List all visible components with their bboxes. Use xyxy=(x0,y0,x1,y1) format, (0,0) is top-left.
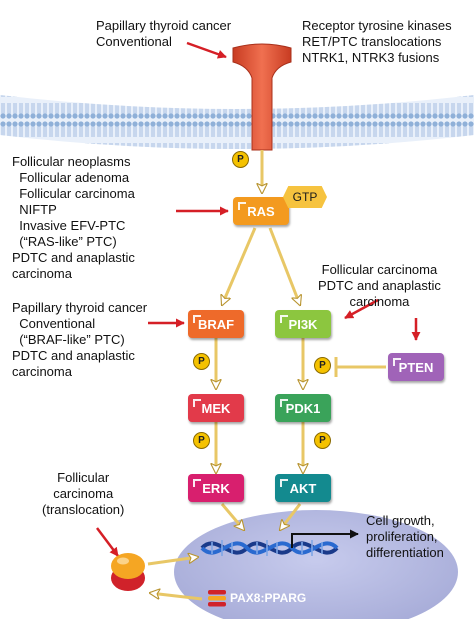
label-line: Follicular carcinoma xyxy=(321,262,438,277)
label-follicular-neoplasms: Follicular neoplasms Follicular adenoma … xyxy=(12,154,135,282)
label-line: carcinoma xyxy=(12,266,72,281)
dna-helix xyxy=(200,540,339,556)
label-line: proliferation, xyxy=(366,529,438,544)
pax8-pparg-protein xyxy=(111,553,145,591)
arrow-ras-to-pi3k xyxy=(268,227,300,305)
arrow-fusion-to-protein xyxy=(150,593,203,601)
node-erk: ERK xyxy=(188,474,244,502)
node-braf-label: BRAF xyxy=(197,316,235,332)
label-outcomes: Cell growth,proliferation,differentiatio… xyxy=(366,513,444,561)
label-line: NTRK1, NTRK3 fusions xyxy=(302,50,440,65)
node-corner-mark xyxy=(280,479,288,487)
node-pi3k: PI3K xyxy=(275,310,331,338)
phosphate-marker: P xyxy=(314,432,331,449)
label-line: carcinoma xyxy=(53,486,114,501)
nucleus xyxy=(174,510,458,619)
arrow-protein-to-dna xyxy=(147,557,198,566)
label-line: Follicular xyxy=(57,470,110,485)
label-line: Follicular neoplasms xyxy=(12,154,131,169)
label-line: carcinoma xyxy=(349,294,410,309)
node-braf: BRAF xyxy=(188,310,244,338)
phosphate-marker: P xyxy=(232,151,249,168)
node-ras: RAS xyxy=(233,197,289,225)
node-corner-mark xyxy=(193,479,201,487)
label-line: Follicular carcinoma xyxy=(12,186,135,201)
node-pten-label: PTEN xyxy=(398,359,434,375)
node-corner-mark xyxy=(393,358,401,366)
node-corner-mark xyxy=(280,399,288,407)
phosphate-marker: P xyxy=(314,357,331,374)
node-corner-mark xyxy=(280,315,288,323)
label-braf-cancers: Papillary thyroid cancer Conventional (“… xyxy=(12,300,147,380)
label-line: PDTC and anaplastic xyxy=(12,250,135,265)
phosphate-marker: P xyxy=(193,432,210,449)
label-line: (“RAS-like” PTC) xyxy=(12,234,117,249)
node-corner-mark xyxy=(193,399,201,407)
receptor-tyrosine-kinase xyxy=(232,43,292,151)
node-ras-label: RAS xyxy=(247,203,275,219)
node-mek-label: MEK xyxy=(201,400,231,416)
label-line: NIFTP xyxy=(12,202,57,217)
node-akt: AKT xyxy=(275,474,331,502)
label-line: Receptor tyrosine kinases xyxy=(302,18,452,33)
arrow-erk-to-dna xyxy=(220,503,244,530)
node-pdk1: PDK1 xyxy=(275,394,331,422)
pax8-pparg-gene-icon xyxy=(208,590,226,607)
arrow-translocation-to-protein xyxy=(96,527,119,557)
expression-output-arrow xyxy=(291,529,359,548)
label-line: Papillary thyroid cancer xyxy=(96,18,232,33)
label-line: Cell growth, xyxy=(366,513,435,528)
arrow-ras-to-braf xyxy=(222,227,257,305)
label-line: PDTC and anaplastic xyxy=(318,278,441,293)
label-line: Invasive EFV-PTC xyxy=(12,218,126,233)
node-pdk1-label: PDK1 xyxy=(285,400,321,416)
label-line: carcinoma xyxy=(12,364,72,379)
node-akt-label: AKT xyxy=(289,480,317,496)
label-line: differentiation xyxy=(366,545,444,560)
label-line: PDTC and anaplastic xyxy=(12,348,135,363)
node-pi3k-label: PI3K xyxy=(288,316,318,332)
arrow-cancers-to-pi3k xyxy=(344,298,379,320)
node-pten: PTEN xyxy=(388,353,444,381)
label-line: (“BRAF-like” PTC) xyxy=(12,332,125,347)
label-line: Papillary thyroid cancer xyxy=(12,300,148,315)
node-mek: MEK xyxy=(188,394,244,422)
node-gtp-label: GTP xyxy=(292,190,318,204)
arrow-ptc-to-receptor xyxy=(186,41,227,59)
label-line: RET/PTC translocations xyxy=(302,34,442,49)
phosphate-marker: P xyxy=(193,353,210,370)
label-pax8-pparg: PAX8:PPARG xyxy=(230,591,307,605)
label-line: Conventional xyxy=(12,316,96,331)
label-line: Follicular adenoma xyxy=(12,170,130,185)
node-erk-label: ERK xyxy=(202,480,230,496)
node-gtp: GTP xyxy=(283,186,327,208)
label-line: (translocation) xyxy=(42,502,125,517)
node-corner-mark xyxy=(238,202,246,210)
label-line: Conventional xyxy=(96,34,172,49)
arrow-akt-to-dna xyxy=(280,503,302,530)
node-corner-mark xyxy=(193,315,201,323)
cell-membrane-lipids xyxy=(0,95,474,149)
